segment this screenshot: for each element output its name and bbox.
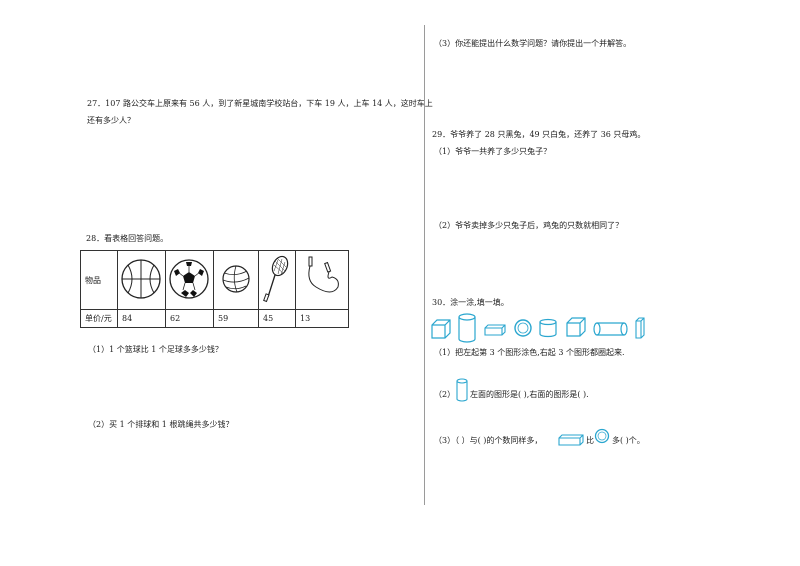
cylinder-icon <box>539 318 557 338</box>
price-jump-rope: 13 <box>295 309 349 328</box>
q28-sub3: （3）你还能提出什么数学问题？请你提出一个并解答。 <box>434 39 632 48</box>
cylinder-icon <box>593 322 628 336</box>
q28-sub1: （1）1 个篮球比 1 个足球多多少钱？ <box>88 345 223 354</box>
q29-sub1: （1）爷爷一共养了多少只兔子？ <box>434 147 552 156</box>
q29-sub2: （2）爷爷卖掉多少只兔子后，鸡兔的只数就相同了？ <box>434 221 624 230</box>
cube-icon <box>431 319 451 339</box>
q28-title: 28．看表格回答问题。 <box>86 234 169 243</box>
q30-sub3-c: 多( )个。 <box>612 436 645 445</box>
q27-line2: 还有多少人？ <box>87 116 135 125</box>
price-soccer: 62 <box>165 309 214 328</box>
item-header: 物品 <box>80 250 118 310</box>
price-basketball: 84 <box>117 309 166 328</box>
cuboid-icon <box>558 434 584 446</box>
q27-line1: 27．107 路公交车上原来有 56 人，到了新星城南学校站台，下车 19 人，… <box>87 99 433 108</box>
basketball-icon <box>121 259 161 299</box>
price-table: 物品 <box>80 250 349 328</box>
q30-sub2-text: 左面的图形是( ),右面的图形是( ). <box>470 390 589 399</box>
cuboid-icon <box>484 324 506 336</box>
cube-icon <box>566 317 586 337</box>
q30-sub3-b: 比 <box>586 436 594 445</box>
cuboid-icon <box>635 317 645 339</box>
soccer-ball-icon <box>169 259 209 299</box>
basketball-cell <box>117 250 166 310</box>
q30-sub3-a: （3）（ ）与( )的个数同样多， <box>434 436 543 445</box>
q28-sub2: （2）买 1 个排球和 1 根跳绳共多少钱？ <box>88 420 234 429</box>
racket-cell <box>258 250 296 310</box>
cylinder-icon <box>456 378 468 402</box>
q29-title: 29．爷爷养了 28 只黑兔，49 只白兔，还养了 36 只母鸡。 <box>432 130 646 139</box>
price-volleyball: 59 <box>213 309 259 328</box>
volleyball-cell <box>213 250 259 310</box>
cylinder-icon <box>458 313 476 343</box>
soccer-cell <box>165 250 214 310</box>
q30-sub2-prefix: （2） <box>434 390 456 399</box>
jump-rope-icon <box>308 256 339 293</box>
q30-title: 30．涂一涂,填一填。 <box>432 298 509 307</box>
q30-sub1: （1）把左起第 3 个图形涂色,右起 3 个图形都圈起来. <box>434 348 625 357</box>
sphere-icon <box>514 319 532 337</box>
column-divider <box>424 25 425 505</box>
price-header: 单价/元 <box>80 309 118 328</box>
sphere-icon <box>594 428 610 444</box>
jump-rope-cell <box>295 250 349 310</box>
price-racket: 45 <box>258 309 296 328</box>
volleyball-icon <box>222 265 250 293</box>
badminton-racket-icon <box>263 255 289 303</box>
